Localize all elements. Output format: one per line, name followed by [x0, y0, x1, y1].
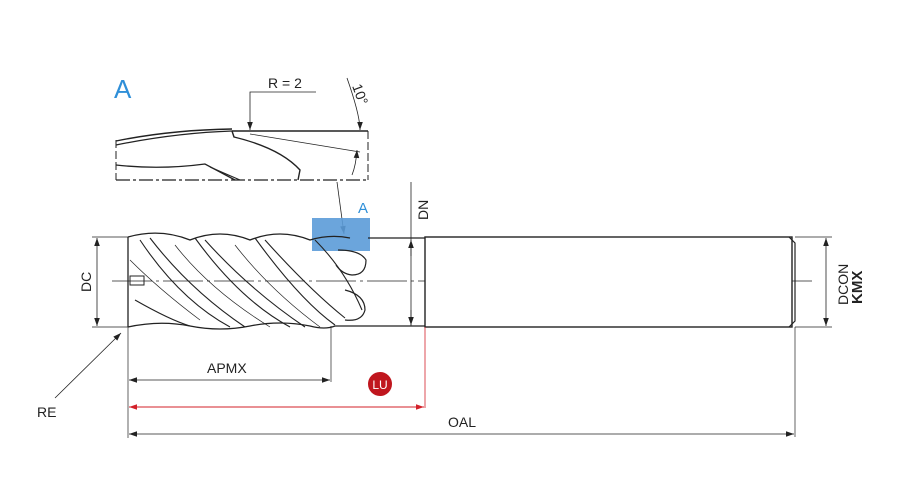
apmx-label: APMX — [207, 360, 247, 376]
dimension-lu: LU — [129, 372, 424, 410]
dc-label: DC — [78, 272, 94, 292]
dimension-dc: DC — [78, 236, 128, 328]
detail-marker-label: A — [358, 200, 368, 217]
dn-label: DN — [415, 200, 431, 220]
dimension-re: RE — [37, 332, 122, 420]
lu-label: LU — [372, 378, 387, 392]
detail-view-a: A R = 2 10° — [114, 74, 371, 235]
radius-label: R = 2 — [268, 75, 302, 91]
tool-body — [112, 232, 812, 330]
dimension-oal: OAL — [129, 414, 794, 437]
dimension-dn: DN — [408, 182, 431, 326]
detail-view-label: A — [114, 74, 132, 104]
dimension-dcon: DCON KMX — [795, 236, 866, 328]
dimension-apmx: APMX — [129, 360, 330, 383]
detail-highlight-region — [312, 218, 370, 251]
lu-badge — [368, 372, 392, 396]
dcon-label: DCON — [835, 264, 851, 305]
re-label: RE — [37, 404, 56, 420]
shank — [424, 236, 793, 328]
kmx-label: KMX — [849, 271, 866, 304]
angle-label: 10° — [349, 82, 371, 107]
oal-label: OAL — [448, 414, 476, 430]
